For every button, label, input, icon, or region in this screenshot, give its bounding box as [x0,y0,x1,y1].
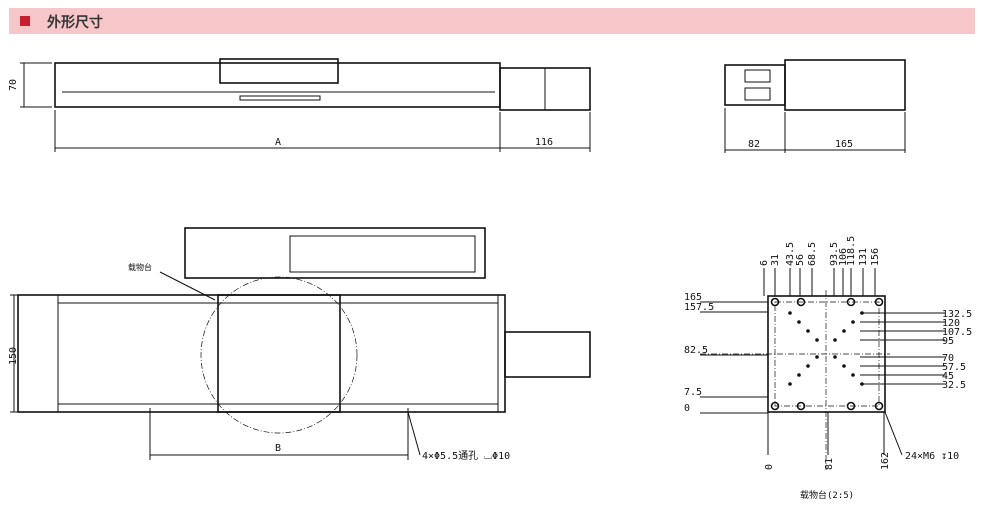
right-dim: 45 [942,371,954,382]
stage-label: 载物台 [128,262,152,272]
top-dim: 93.5 [829,242,840,266]
left-dim: 7.5 [684,387,702,398]
top-dim: 131 [858,248,869,266]
tapped-hole [788,311,792,315]
right-dim: 95 [942,336,954,347]
hole-callout: 4×Φ5.5通孔 ⌴Φ10 [422,450,510,462]
top-view: 70 A 116 [8,58,591,152]
mount-hole [846,297,856,307]
mount-hole [874,401,884,411]
top-dim: 31 [770,254,781,266]
section-header: 外形尺寸 [9,8,975,34]
tapped-hole [851,320,855,324]
top-dim: 106 [838,248,849,266]
right-dim: 120 [942,318,960,329]
mount-hole [874,297,884,307]
dim-height: 70 [8,79,19,91]
bullet-square-icon [20,16,30,26]
thread-callout: 24×M6 ↧10 [905,451,959,462]
top-dim: 156 [870,248,881,266]
tapped-hole [797,373,801,377]
stage-caption: 载物台(2:5) [800,489,854,501]
right-dim: 70 [942,353,954,364]
tapped-hole [806,329,810,333]
right-dim: 57.5 [942,362,966,373]
tapped-hole [842,329,846,333]
dim-width: 150 [8,347,19,365]
mount-hole [796,401,806,411]
left-dim: 157.5 [684,302,714,313]
left-dim: 165 [684,292,702,303]
right-dim: 32.5 [942,380,966,391]
mount-hole [770,297,780,307]
bottom-dim: 0 [764,464,775,470]
tapped-hole [851,373,855,377]
mount-hole [846,401,856,411]
plan-view: 150 B 4×Φ5.5通孔 ⌴Φ10 载物台 [8,227,591,462]
top-dim: 6 [759,260,770,266]
top-dim: 118.5 [846,236,857,266]
tapped-hole [797,320,801,324]
dim-motor-length: 116 [535,137,553,148]
tapped-hole [833,355,837,359]
right-dim: 107.5 [942,327,972,338]
end-view: 82 165 [724,59,906,153]
tapped-hole [788,382,792,386]
top-dim: 56 [795,254,806,266]
dim-pitch-b: B [275,443,281,454]
top-dim: 68.5 [807,242,818,266]
dim-end-left: 82 [748,139,760,150]
dim-length-a: A [275,137,281,148]
bottom-dim: 162 [880,452,891,470]
tapped-hole [806,364,810,368]
mount-hole [770,401,780,411]
left-dim: 82.5 [684,345,708,356]
bottom-dim: 81 [824,458,835,470]
dim-end-right: 165 [835,139,853,150]
tapped-hole [815,338,819,342]
tapped-hole [815,355,819,359]
right-dim: 132.5 [942,309,972,320]
tapped-hole [842,364,846,368]
section-title: 外形尺寸 [47,15,103,31]
top-dim: 43.5 [785,242,796,266]
tapped-hole [833,338,837,342]
mount-hole [796,297,806,307]
left-dim: 0 [684,403,690,414]
